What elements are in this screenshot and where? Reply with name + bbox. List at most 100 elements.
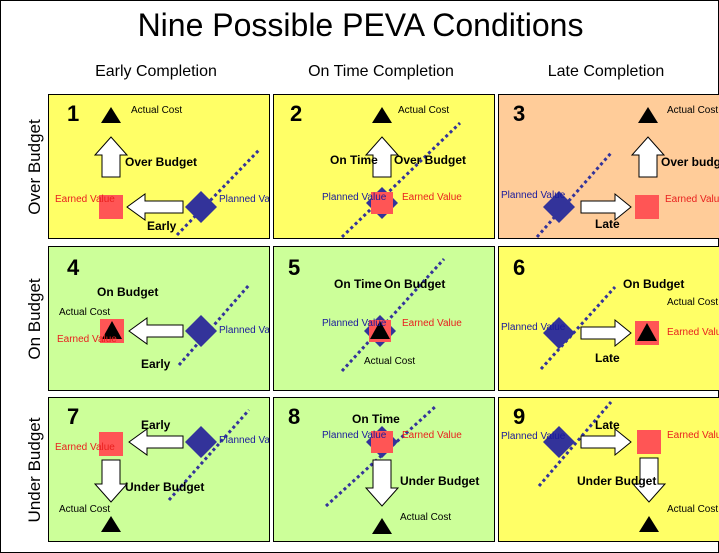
- over-budget-arrow: [364, 136, 400, 178]
- earned-value-square: [371, 192, 393, 214]
- budget-label: Over Budget: [125, 155, 198, 169]
- planned-schedule-line: [537, 401, 613, 487]
- planned-schedule-line: [535, 152, 613, 238]
- cell-number: 1: [67, 101, 80, 126]
- cell-1-graphics: [93, 107, 261, 237]
- earned-value-label: Earned Value: [667, 327, 719, 338]
- cell-6-graphics: [539, 285, 659, 371]
- actual-cost-triangle: [370, 321, 390, 339]
- column-header-early: Early Completion: [95, 63, 217, 80]
- cell-7-graphics: [93, 409, 251, 532]
- budget-label: On Budget: [623, 277, 685, 291]
- budget-label: Under Budget: [400, 474, 480, 488]
- cell-number: 5: [288, 255, 301, 280]
- earned-value-label: Earned Value: [402, 430, 462, 441]
- row-header-under-budget: Under Budget: [25, 417, 44, 523]
- early-arrow: [128, 317, 184, 345]
- cell-number: 7: [67, 404, 80, 429]
- cell-6: 6 On Budget Actual Cost Earned Value Pla…: [498, 246, 719, 391]
- over-budget-arrow: [93, 136, 129, 178]
- earned-value-square: [637, 430, 661, 454]
- planned-value-label: Planned Value: [219, 325, 270, 336]
- planned-value-label: Planned Value: [501, 322, 566, 333]
- cell-3-graphics: [535, 107, 666, 238]
- cell-number: 2: [290, 101, 303, 126]
- planned-value-diamond: [543, 191, 575, 223]
- column-header-late: Late Completion: [547, 63, 665, 80]
- actual-cost-label: Actual Cost: [59, 307, 111, 318]
- planned-value-label: Planned Value: [322, 430, 387, 441]
- cell-4-graphics: [100, 284, 251, 366]
- planned-value-diamond: [543, 426, 575, 458]
- planned-value-label: Planned Value: [219, 194, 270, 205]
- cell-9: 9 Late Planned Value Earned Value Under …: [498, 397, 719, 542]
- column-header-on-time: On Time Completion: [308, 63, 454, 80]
- planned-schedule-line: [175, 148, 261, 237]
- row-header-over-budget: Over Budget: [25, 119, 44, 215]
- schedule-label: Early: [141, 418, 171, 432]
- under-budget-arrow: [93, 459, 129, 503]
- actual-cost-label: Actual Cost: [364, 356, 416, 367]
- planned-schedule-line: [167, 409, 251, 501]
- planned-value-label: Planned Value: [501, 431, 566, 442]
- planned-schedule-line: [539, 285, 617, 371]
- earned-value-label: Earned Value: [665, 194, 719, 205]
- earned-value-label: Earned Value: [402, 192, 462, 203]
- cell-5: 5 On Time On Budget Planned Value Earned…: [273, 246, 495, 391]
- earned-value-square: [99, 432, 123, 456]
- cell-3: 3 Actual Cost Over budget Planned Value …: [498, 94, 719, 239]
- actual-cost-triangle: [101, 107, 121, 123]
- earned-value-label: Earned Value: [402, 318, 462, 329]
- actual-cost-label: Actual Cost: [667, 297, 719, 308]
- cell-1: 1 Actual Cost Over Budget Earned Value P…: [48, 94, 270, 239]
- cell-8: 8 On Time Planned Value Earned Value Und…: [273, 397, 495, 542]
- over-budget-arrow: [630, 136, 666, 178]
- planned-value-diamond: [185, 315, 217, 347]
- budget-label: Over budget: [661, 155, 719, 169]
- planned-value-diamond: [185, 191, 217, 223]
- schedule-label: Early: [147, 219, 177, 233]
- actual-cost-label: Actual Cost: [398, 105, 450, 116]
- cell-number: 9: [513, 404, 526, 429]
- schedule-label: Early: [141, 357, 171, 371]
- actual-cost-triangle: [637, 323, 657, 341]
- schedule-label: Late: [595, 217, 620, 231]
- schedule-label: On Time: [330, 153, 378, 167]
- cell-4: 4 On Budget Actual Cost Earned Value Pla…: [48, 246, 270, 391]
- actual-cost-triangle: [372, 518, 392, 534]
- planned-value-diamond: [543, 317, 575, 349]
- under-budget-arrow: [364, 459, 400, 507]
- actual-cost-triangle: [101, 516, 121, 532]
- planned-schedule-line: [340, 121, 462, 238]
- planned-value-label: Planned Value: [322, 192, 387, 203]
- earned-value-label: Earned Value: [667, 430, 719, 441]
- actual-cost-label: Actual Cost: [131, 105, 183, 116]
- late-arrow: [580, 427, 632, 457]
- actual-cost-triangle: [639, 516, 659, 532]
- actual-cost-triangle: [102, 321, 122, 339]
- cell-number: 4: [67, 255, 80, 280]
- earned-value-label: Earned Value: [55, 442, 115, 453]
- actual-cost-label: Actual Cost: [667, 504, 719, 515]
- budget-label: Over Budget: [394, 153, 467, 167]
- cell-number: 6: [513, 255, 526, 280]
- cell-number: 8: [288, 404, 301, 429]
- budget-label: On Budget: [384, 277, 446, 291]
- late-arrow: [580, 192, 632, 222]
- row-header-on-budget: On Budget: [25, 278, 44, 360]
- planned-value-label: Planned Value: [219, 435, 270, 446]
- budget-label: On Budget: [97, 285, 159, 299]
- budget-label: Under Budget: [125, 480, 205, 494]
- planned-schedule-line: [340, 257, 446, 373]
- earned-value-square: [371, 431, 393, 453]
- cell-7: 7 Early Earned Value Planned Value Under…: [48, 397, 270, 542]
- schedule-label: On Time: [352, 412, 400, 426]
- cell-2-graphics: [340, 107, 462, 238]
- schedule-label: Late: [595, 351, 620, 365]
- planned-value-label: Planned Value: [322, 318, 387, 329]
- cell-9-graphics: [537, 401, 667, 532]
- cell-8-graphics: [324, 404, 438, 534]
- page-title: Nine Possible PEVA Conditions: [137, 7, 584, 43]
- earned-value-label: Earned Value: [55, 194, 115, 205]
